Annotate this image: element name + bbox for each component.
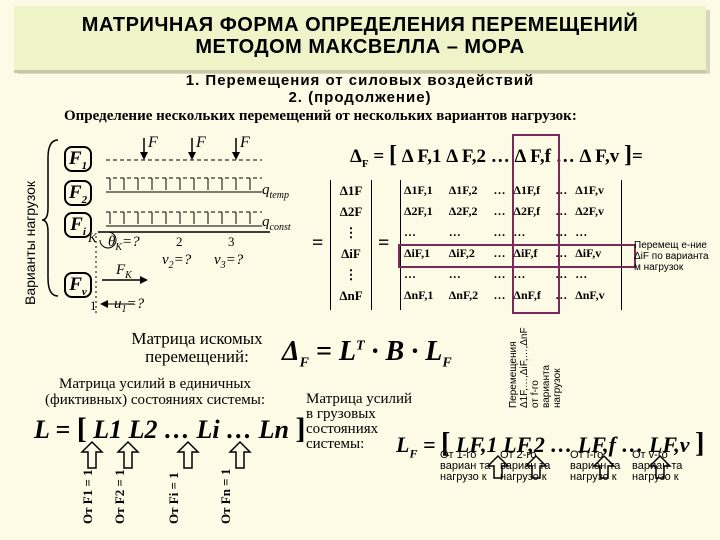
unit-arrows <box>80 440 252 469</box>
load-label-v: От v-го вариан та нагрузо к <box>632 449 683 483</box>
u1-label: u1=? <box>114 296 145 315</box>
v3-label: v3=? <box>214 252 244 271</box>
vertical-note: Перемещения Δ1F,…,ΔiF,…,ΔnF от f-го вари… <box>508 327 563 408</box>
load-box-fi: Fi <box>64 212 92 238</box>
row-item: Δ F,2 <box>446 146 486 167</box>
title-line-1: МАТРИЧНАЯ ФОРМА ОПРЕДЕЛЕНИЯ ПЕРЕМЕЩЕНИЙ <box>81 14 639 36</box>
title-line-2: МЕТОДОМ МАКСВЕЛЛА – МОРА <box>195 36 525 58</box>
arrow-label-fi: От Fi = 1 <box>166 472 181 524</box>
col-item: ΔiF <box>341 246 361 261</box>
equals-sign-2: = <box>378 232 390 254</box>
theta-k-label: θK=? <box>108 234 140 253</box>
main-formula: ΔF = LT · B · LF <box>282 336 452 371</box>
column-f-highlight <box>512 134 560 314</box>
load-box-f1: F1 <box>64 146 92 172</box>
arrow-label-fn: От Fn = 1 <box>218 468 233 524</box>
row-item: … <box>555 146 575 167</box>
row-item: Δ F,1 <box>401 146 442 167</box>
load-arrows <box>486 454 672 479</box>
page-title: МАТРИЧНАЯ ФОРМА ОПРЕДЕЛЕНИЯ ПЕРЕМЕЩЕНИЙ … <box>20 14 700 58</box>
force-label-3: F <box>240 134 250 151</box>
arrow-label-f1: От F1 = 1 <box>80 469 95 524</box>
row-item: … <box>490 146 510 167</box>
col-item: ΔnF <box>339 288 363 303</box>
equals-sign-1: = <box>312 232 324 254</box>
force-label-2: F <box>196 134 206 151</box>
load-variants-label: Варианты нагрузок <box>22 180 38 305</box>
fk-label: FK <box>116 262 132 281</box>
point-3-label: 3 <box>228 234 235 249</box>
column-vector: Δ1F Δ2F ⋮ ΔiF ⋮ ΔnF <box>330 180 372 310</box>
right-note: Перемещ е-ние ΔiF по варианта м нагрузок <box>634 240 709 273</box>
unit-matrix-formula: L = [ L1 L2 … Li … Ln ] <box>34 412 306 445</box>
v2-label: v2=? <box>162 252 192 271</box>
subtitle-line-1: 1. Перемещения от силовых воздействий <box>185 72 535 89</box>
load-label-1: От 1-го вариан та нагрузо к <box>440 449 491 483</box>
subtitle-line-2: 2. (продолжение) <box>288 89 432 106</box>
load-matrix-formula: LF = [ LF,1 LF,2 … LF,f … LF,v ] <box>396 428 705 461</box>
load-box-f2: F2 <box>64 180 92 206</box>
load-matrix-caption: Матрица усилий в грузовых состояниях сис… <box>306 391 413 452</box>
row-i-highlight <box>398 244 636 268</box>
arrow-label-f2: От F2 = 1 <box>112 469 127 524</box>
col-item: ⋮ <box>344 225 358 240</box>
section-heading: Определение нескольких перемещений от не… <box>64 108 577 124</box>
one-label: 1 <box>90 298 97 313</box>
structure-diagram <box>41 138 270 316</box>
title-banner <box>14 6 706 73</box>
q-const-label: qconst <box>262 214 291 233</box>
load-label-f: От f-го вариан та нагрузо к <box>570 449 621 483</box>
point-k-label: K <box>88 230 97 245</box>
row-item: Δ F,f <box>514 146 552 167</box>
point-2-label: 2 <box>176 234 183 249</box>
row-item: Δ F,v <box>579 146 620 167</box>
load-box-fv: Fv <box>64 272 92 298</box>
formula-caption: Матрица искомых перемещений: <box>131 329 263 366</box>
col-item: Δ1F <box>339 183 363 198</box>
load-label-2: От 2-го вариан та нагрузо к <box>500 449 551 483</box>
col-item: ⋮ <box>344 267 358 282</box>
force-label-1: F <box>148 134 158 151</box>
col-item: Δ2F <box>339 204 363 219</box>
unit-matrix-caption: Матрица усилий в единичных (фиктивных) с… <box>44 376 265 408</box>
q-temp-label: qtemp <box>262 182 289 201</box>
delta-f-row: ΔF = [ Δ F,1 Δ F,2 … Δ F,f … Δ F,v ]= <box>350 142 643 170</box>
